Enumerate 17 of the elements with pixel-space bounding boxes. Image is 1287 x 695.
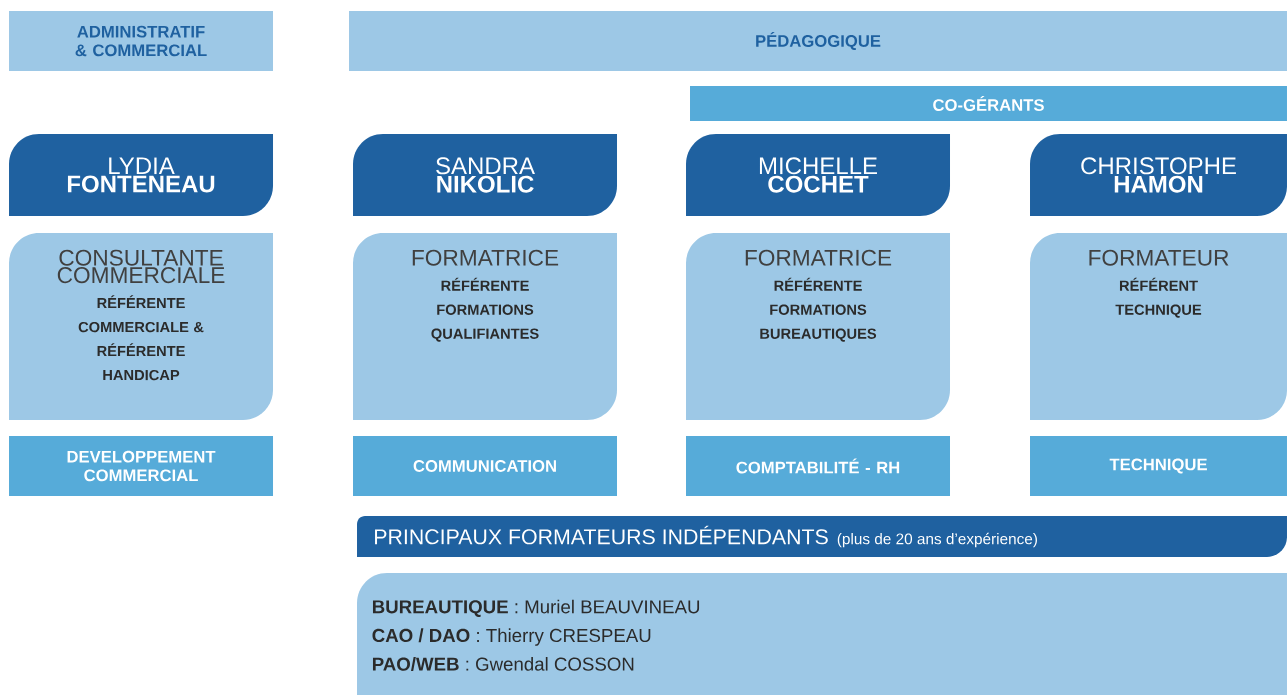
department-banner: TECHNIQUE: [1030, 436, 1287, 496]
role-card: CONSULTANTE COMMERCIALE RÉFÉRENTE COMMERCIALE & RÉFÉRENTE HANDICAP: [9, 233, 273, 420]
section-banner: ADMINISTRATIF & COMMERCIAL: [9, 11, 273, 71]
section-banner: PÉDAGOGIQUE: [349, 11, 1287, 71]
department-banner: COMPTABILITÉ - RH: [686, 436, 950, 496]
section-header: PRINCIPAUX FORMATEURS INDÉPENDANTS (plus de 20 ans d’expérience): [357, 516, 1287, 557]
name-header: CHRISTOPHE HAMON: [1030, 134, 1287, 216]
name-header: MICHELLE COCHET: [686, 134, 950, 216]
department-banner: COMMUNICATION: [353, 436, 617, 496]
role-card: FORMATEUR RÉFÉRENT TECHNIQUE: [1030, 233, 1287, 420]
trainer-list-card: BUREAUTIQUE : Muriel BEAUVINEAU CAO / DAO : Thierry CRESPEAU PAO/WEB : Gwendal COSSON: [357, 573, 1287, 695]
role-card: FORMATRICE RÉFÉRENTE FORMATIONS BUREAUTIQUES: [686, 233, 950, 420]
name-header: SANDRA NIKOLIC: [353, 134, 617, 216]
role-card: FORMATRICE RÉFÉRENTE FORMATIONS QUALIFIANTES: [353, 233, 617, 420]
section-banner: CO-GÉRANTS: [690, 86, 1287, 121]
name-header: LYDIA FONTENEAU: [9, 134, 273, 216]
department-banner: DEVELOPPEMENT COMMERCIAL: [9, 436, 273, 496]
